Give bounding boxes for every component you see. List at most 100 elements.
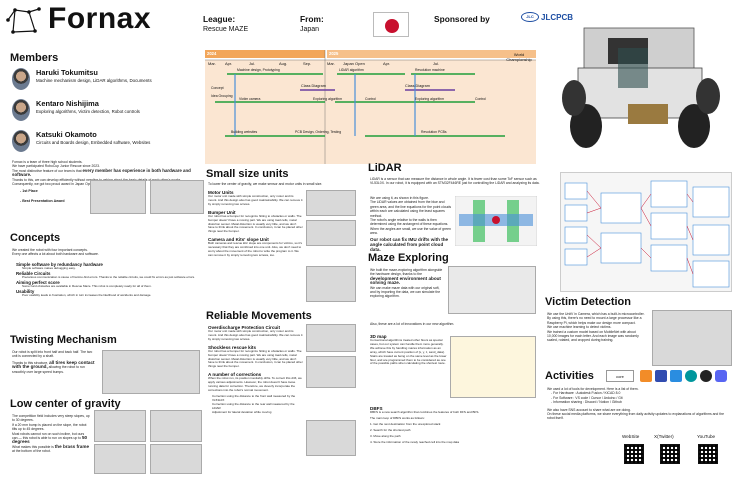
intro-highlight: every member has experience in both hard… (12, 167, 191, 178)
tool-item: - Information sharing : Discord / Notion… (551, 400, 622, 405)
gravity-line: The competition field includes very stee… (12, 414, 90, 423)
lidar-figure (455, 196, 537, 246)
timeline-task: Control (365, 97, 376, 101)
gravity-text-part: What makes this possible is (12, 444, 55, 449)
concepts-intro-line: We created the robot with four important… (12, 248, 88, 252)
unit-title: Camera and Kits' slope Unit (208, 237, 269, 243)
member-card: Katsuki Okamoto Circuits and Boards desi… (12, 130, 202, 154)
timeline-year: 2024 (207, 51, 217, 56)
tool-item: - For Software : VS code / Cursor / Ardu… (551, 395, 623, 400)
3d-map-figure (450, 336, 536, 398)
victim-line: We trained a custom model based on Mobil… (547, 329, 639, 343)
discord-icon (715, 370, 727, 382)
dbfs-step: 1. Get the next destination from the une… (370, 421, 441, 426)
from-value: Japan (300, 26, 320, 33)
intro-text: The most distinctive feature of our team… (12, 168, 83, 173)
twisting-text-part: allowing the robot to run smoothly over … (12, 365, 85, 374)
gravity-highlight: the brass frame (54, 443, 89, 449)
timeline-task: Class Diagram (405, 84, 430, 88)
gravity-text: The competition field includes very stee… (12, 414, 90, 454)
website-qr-code[interactable] (624, 444, 644, 464)
gravity-heading: Low center of gravity (10, 398, 121, 410)
member-card: Kentaro Nishijima Exploring algorithms, … (12, 99, 202, 123)
maze-simulator-screenshot (448, 266, 536, 314)
maze-innovations: Also, these are a lot of innovations in … (370, 322, 455, 326)
timeline-month: Apr. (383, 61, 391, 66)
correction-item: Correction using the distance to the rea… (212, 401, 295, 410)
concepts-intro-line: Every one affects a lot about both hardw… (12, 252, 99, 257)
timeline-month: Aug. (279, 61, 288, 66)
lidar-heading: LiDAR (368, 162, 402, 174)
maze-intro: We built the maze-exploring algorithm al… (370, 268, 444, 299)
concepts-list: Simple software by redundancy hardware S… (16, 262, 202, 298)
timeline-task: Idea Grouping (211, 94, 233, 98)
unit-title: Motor Units (208, 190, 234, 195)
twisting-text: Our robot is split into front half and b… (12, 350, 98, 374)
small-units-heading: Small size units (206, 168, 289, 180)
timeline-task: PCB Design, Ordering, Testing (295, 130, 342, 134)
twitter-qr-code[interactable] (660, 444, 680, 464)
timeline-month: Japan Open (343, 61, 365, 66)
intro-line: Fornax is a team of three high school st… (12, 160, 83, 164)
correction-item: Correction using the distance to the fro… (212, 393, 296, 402)
avatar (12, 130, 30, 152)
intro-line: We have participated RoboCup Junior Resc… (12, 164, 100, 169)
constellation-logo-icon (6, 7, 41, 34)
gravity-line: Most robots cannot run on such incline, … (12, 432, 90, 445)
timeline-task: Revolution PCBs (421, 130, 447, 134)
core-badge-icon: core (606, 370, 634, 382)
development-timeline: 2024 2025 Mar. Apr. Jul. Aug. Sep. Mar. … (205, 50, 536, 164)
lidar-body: We are using it, as shown in this figure… (370, 196, 452, 253)
core-label: core (616, 374, 624, 379)
lidar-highlight: Our robot can fix IMU drifts with the an… (370, 236, 449, 253)
japan-flag-icon (373, 12, 409, 37)
concepts-intro: We created the robot with four important… (12, 248, 202, 257)
victim-line: We use machine learning to detect victim… (547, 325, 612, 330)
maze-desc: Conventional algorithms treated other fl… (370, 338, 447, 366)
concept-title: Usability (16, 288, 35, 294)
timeline-month: Mar. (208, 61, 216, 66)
maze-3d-map: 3D map Conventional algorithms treated o… (370, 334, 448, 366)
rescue-kits-photo (306, 356, 356, 388)
timeline-month: Jul. (433, 61, 440, 66)
timeline-year: 2025 (329, 51, 339, 56)
timeline-task: Building websites (231, 130, 258, 134)
intro-line: The most distinctive feature of our team… (12, 167, 202, 178)
maze-line: We built the maze-exploring algorithm al… (370, 268, 444, 286)
victim-camera-photo (652, 310, 732, 366)
system-architecture-diagram (560, 172, 732, 292)
lidar-line: We are using it, as shown in this figure… (370, 196, 429, 200)
timeline-month: Apr. (225, 61, 233, 66)
timeline-task: Class Diagram (301, 84, 326, 88)
victim-heading: Victim Detection (545, 296, 631, 308)
timeline-task: Control (475, 97, 486, 101)
member-role: Circuits and Boards design, Embedded sof… (36, 140, 151, 145)
tool-item: - For Hardware : Autodesk Fusion / KiCAD… (551, 391, 621, 396)
reliable-title: Overdischarge Protection Circuit (208, 325, 280, 330)
gravity-line: What makes this possible is the brass fr… (12, 443, 90, 454)
gravity-highlight: 50 degrees (12, 435, 88, 445)
reliable-body: Overdischarge Protection Circuit Our mot… (208, 325, 303, 414)
member-role: Machine mechanism design, LiDAR algorith… (36, 78, 152, 83)
activities-line: On these social media platforms, we shar… (547, 412, 724, 421)
vscode-icon (670, 370, 682, 382)
maze-subtitle: DBFS (370, 406, 383, 411)
award-photo-2 (150, 180, 204, 214)
timeline-month: Jul. (249, 61, 256, 66)
reliable-desc: Our motor unit made with simple construc… (208, 329, 303, 341)
gravity-line: If a 20 mm bump is placed on the slope, … (12, 422, 87, 432)
intro-line: Consequently, we got two proud award in … (12, 182, 104, 187)
activity-icons (640, 370, 730, 384)
league-block: League: Rescue MAZE (203, 14, 248, 33)
youtube-qr-code[interactable] (698, 444, 718, 464)
kicad-icon (655, 370, 667, 382)
timeline-month: Mar. (327, 61, 335, 66)
activities-body: We used a lot of tools for development. … (547, 387, 732, 421)
twisting-line: Our robot is split into front half and b… (12, 350, 93, 359)
timeline-task: Machine design, Prototyping (237, 68, 280, 72)
sns-label: X(Twitter) (654, 434, 674, 439)
concept-desc: Poor usability leads to frustration, whi… (22, 292, 152, 297)
robot-photo (548, 8, 732, 168)
award-item: - Best Presentation Award (20, 198, 65, 203)
dbfs-step: 3. Move along the path (370, 433, 401, 438)
